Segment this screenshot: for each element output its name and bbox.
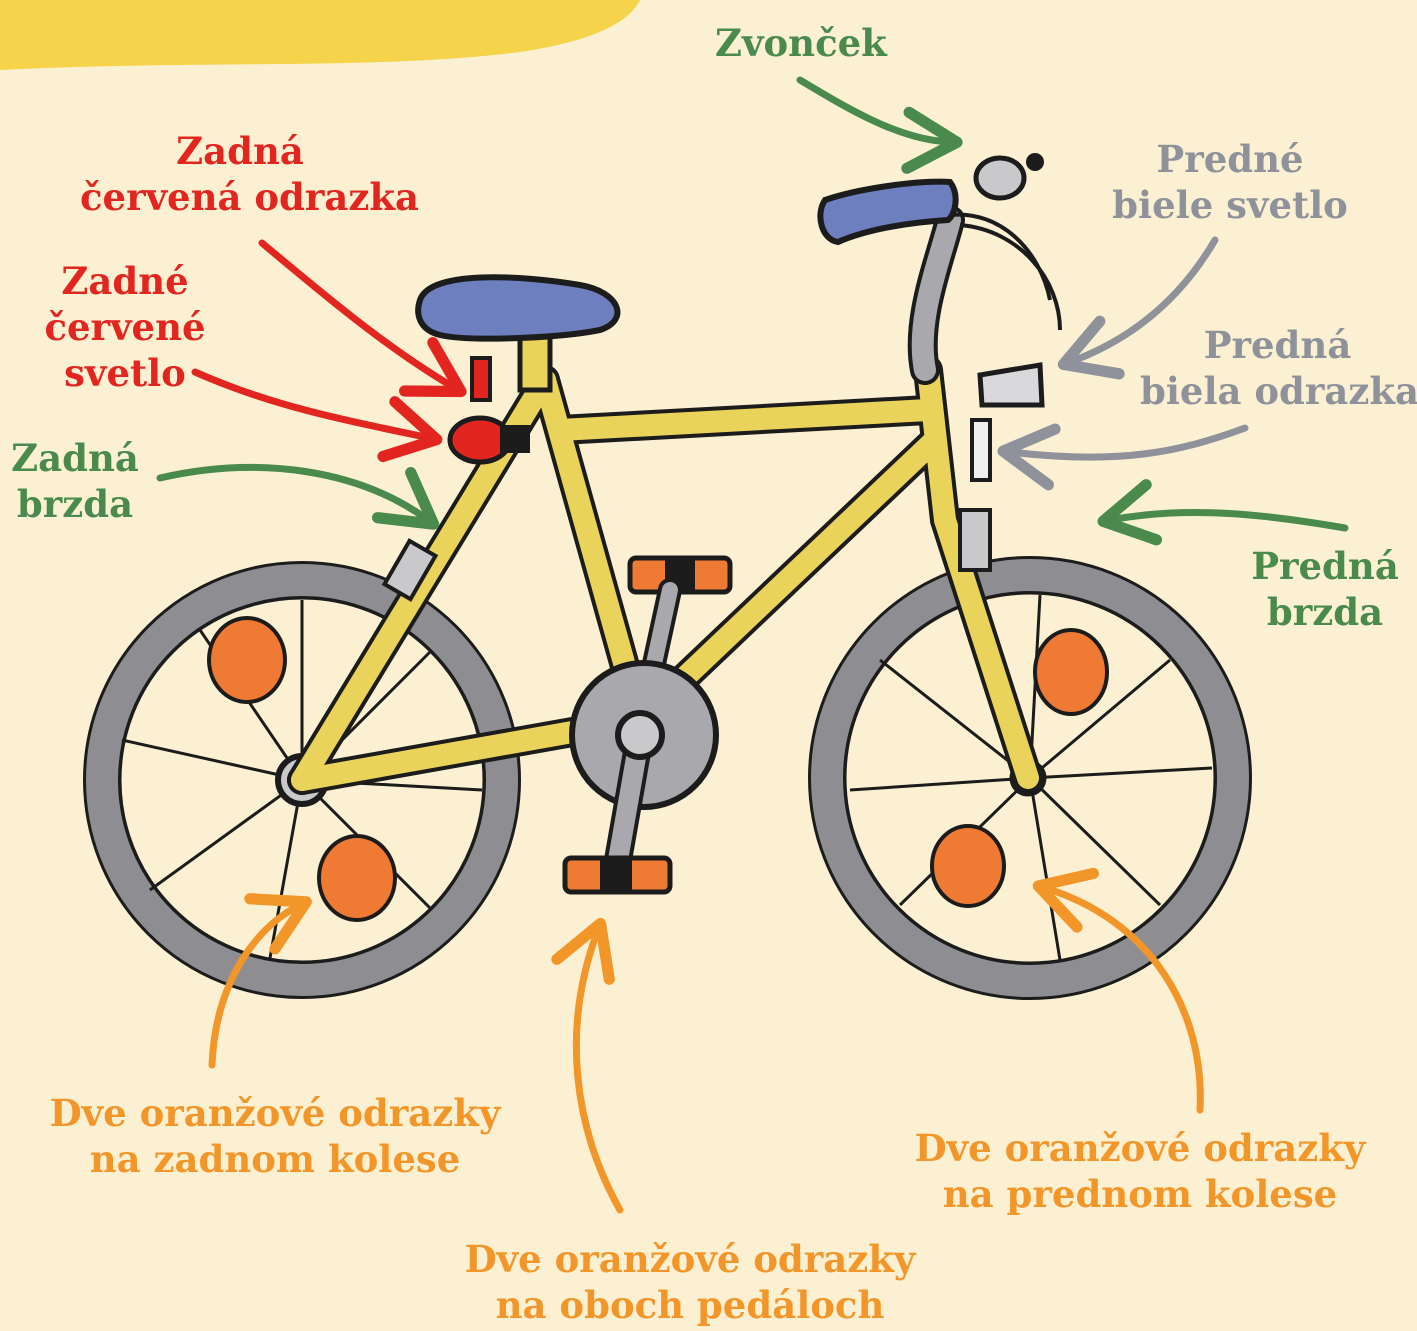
label-front-brake: Predná brzda — [1250, 543, 1400, 635]
rear-wheel-reflector-upper — [209, 618, 285, 702]
rear-wheel-reflector-lower — [319, 836, 395, 920]
label-front-white-light-line1: Predné — [1110, 136, 1350, 182]
label-rear-red-light-line3: svetlo — [40, 350, 210, 396]
arrow-front-brake — [1110, 512, 1345, 528]
label-front-white-reflector-line2: biela odrazka — [1140, 368, 1415, 414]
label-front-wheel-reflectors: Dve oranžové odrazky na prednom kolese — [905, 1125, 1375, 1217]
label-rear-wheel-reflectors: Dve oranžové odrazky na zadnom kolese — [40, 1090, 510, 1182]
label-front-brake-line1: Predná — [1250, 543, 1400, 589]
label-rear-wheel-reflectors-line1: Dve oranžové odrazky — [40, 1090, 510, 1136]
label-front-white-light-line2: biele svetlo — [1110, 182, 1350, 228]
label-rear-red-reflector: Zadná červená odrazka — [80, 128, 400, 220]
front-white-light — [980, 365, 1042, 405]
front-wheel-reflector-lower — [932, 826, 1004, 906]
label-front-wheel-reflectors-line2: na prednom kolese — [905, 1171, 1375, 1217]
label-front-white-reflector-line1: Predná — [1140, 322, 1415, 368]
arrow-pedal-reflectors — [576, 930, 620, 1210]
label-rear-red-reflector-line1: Zadná — [80, 128, 400, 174]
arrow-front-white-reflector — [1010, 428, 1245, 457]
crankset — [565, 558, 730, 892]
front-wheel-reflector-upper — [1035, 630, 1107, 714]
arrow-rear-red-light — [195, 372, 430, 438]
label-pedal-reflectors-line2: na oboch pedáloch — [455, 1282, 925, 1328]
label-front-brake-line2: brzda — [1250, 589, 1400, 635]
label-bell: Zvonček — [715, 20, 887, 66]
label-front-white-reflector: Predná biela odrazka — [1140, 322, 1415, 414]
label-bell-line1: Zvonček — [715, 20, 887, 66]
label-rear-brake-line1: Zadná — [5, 435, 145, 481]
front-white-reflector — [972, 420, 990, 480]
label-rear-brake: Zadná brzda — [5, 435, 145, 527]
label-rear-wheel-reflectors-line2: na zadnom kolese — [40, 1136, 510, 1182]
label-rear-red-light: Zadné červené svetlo — [40, 258, 210, 396]
bell — [976, 158, 1024, 198]
arrow-rear-brake — [160, 467, 428, 520]
arrow-bell — [800, 80, 950, 142]
label-rear-brake-line2: brzda — [5, 481, 145, 527]
label-pedal-reflectors: Dve oranžové odrazky na oboch pedáloch — [455, 1236, 925, 1328]
label-rear-red-reflector-line2: červená odrazka — [80, 174, 400, 220]
label-front-wheel-reflectors-line1: Dve oranžové odrazky — [905, 1125, 1375, 1171]
rear-red-reflector — [472, 358, 490, 400]
label-front-white-light: Predné biele svetlo — [1110, 136, 1350, 228]
corner-blob — [0, 0, 640, 70]
label-pedal-reflectors-line1: Dve oranžové odrazky — [455, 1236, 925, 1282]
label-rear-red-light-line1: Zadné — [40, 258, 210, 304]
label-rear-red-light-line2: červené — [40, 304, 210, 350]
